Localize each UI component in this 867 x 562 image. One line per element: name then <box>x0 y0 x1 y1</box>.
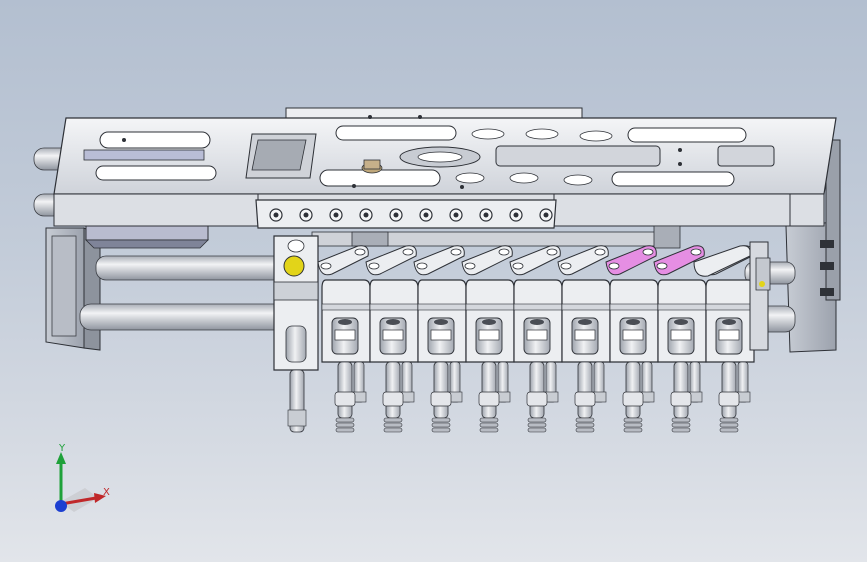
vacuum-station <box>369 279 419 433</box>
vacuum-station <box>609 279 659 433</box>
top-plate-back-rim <box>285 107 583 119</box>
link-plate <box>317 245 369 276</box>
linear-rail <box>311 225 681 249</box>
right-end-plate <box>749 241 771 351</box>
link-plate <box>461 245 513 276</box>
pitch-change-links <box>317 245 753 277</box>
link-plate <box>605 245 657 276</box>
vacuum-station <box>561 279 611 433</box>
vacuum-station <box>513 279 563 433</box>
front-clamp-bar <box>255 199 557 229</box>
link-plate <box>653 245 705 276</box>
y-axis-label: Y <box>59 443 66 454</box>
link-plate <box>557 245 609 276</box>
x-axis-label: X <box>103 487 110 498</box>
top-mounting-plate <box>53 115 837 227</box>
vacuum-station <box>417 279 467 433</box>
vacuum-station <box>321 279 371 433</box>
x-axis-arrow-icon <box>60 496 97 506</box>
yellow-indicator-icon <box>283 255 305 277</box>
link-plate <box>509 245 561 276</box>
left-end-block <box>273 235 319 433</box>
z-axis-dot-icon <box>55 500 67 512</box>
link-plate <box>365 245 417 276</box>
vacuum-station <box>705 279 755 433</box>
right-side-frame <box>785 139 841 353</box>
carriage-block <box>85 223 209 249</box>
vacuum-station <box>465 279 515 433</box>
link-plate <box>413 245 465 276</box>
coordinate-triad <box>40 440 130 520</box>
vacuum-station <box>657 279 707 433</box>
vacuum-stations <box>321 279 755 433</box>
